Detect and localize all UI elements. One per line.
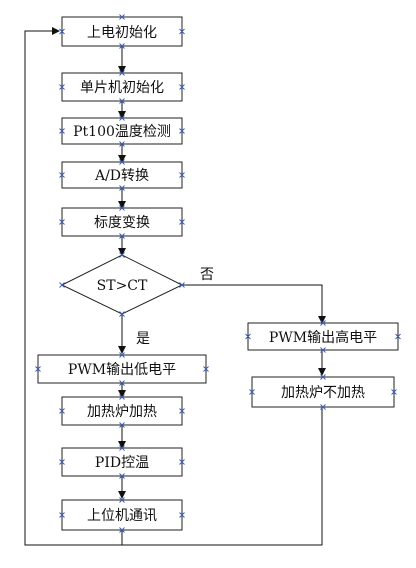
node-host-comm-label: 上位机通讯 bbox=[87, 508, 157, 524]
connection-handle-11 bbox=[179, 128, 185, 134]
node-power-on-init-label: 上电初始化 bbox=[87, 24, 157, 41]
connection-handle-42 bbox=[249, 389, 255, 395]
connection-handle-2 bbox=[59, 28, 65, 35]
connection-handle-10 bbox=[59, 128, 65, 134]
selection-handles bbox=[35, 14, 401, 533]
connection-handle-4 bbox=[119, 70, 125, 76]
connection-handle-30 bbox=[59, 459, 65, 465]
node-decision-label: ST>CT bbox=[97, 278, 148, 294]
node-heater-no-heat-label: 加热炉不加热 bbox=[281, 385, 365, 401]
connection-handle-9 bbox=[119, 141, 125, 147]
connection-handle-40 bbox=[320, 374, 326, 380]
branch-label-no: 否 bbox=[200, 267, 214, 283]
connection-handle-22 bbox=[35, 366, 41, 372]
node-host-comm: 上位机通讯 bbox=[61, 499, 183, 531]
connection-handle-36 bbox=[320, 320, 326, 326]
connection-handle-47 bbox=[59, 282, 65, 288]
node-pid-control: PID控温 bbox=[61, 447, 183, 477]
connection-handle-32 bbox=[119, 497, 125, 503]
node-heater-no-heat: 加热炉不加热 bbox=[251, 376, 395, 408]
connection-handle-23 bbox=[203, 366, 209, 372]
node-power-on-init: 上电初始化 bbox=[61, 16, 183, 47]
node-ad-convert: A/D转换 bbox=[61, 161, 183, 189]
connection-handle-12 bbox=[119, 159, 125, 165]
connection-handle-43 bbox=[391, 389, 397, 395]
connection-handle-39 bbox=[395, 333, 401, 340]
edge-noheat-return bbox=[122, 407, 323, 546]
edge-decision-no bbox=[182, 284, 326, 324]
node-pwm-high: PWM输出高电平 bbox=[247, 322, 399, 351]
connection-handle-37 bbox=[320, 347, 326, 353]
connection-handle-0 bbox=[119, 14, 125, 20]
connection-handle-28 bbox=[119, 445, 125, 451]
connection-handle-31 bbox=[179, 459, 185, 465]
connection-handle-27 bbox=[179, 408, 185, 414]
node-pwm-low: PWM输出低电平 bbox=[37, 354, 207, 384]
connection-handle-29 bbox=[119, 473, 125, 479]
connection-handle-33 bbox=[119, 527, 125, 533]
edge-loop-back bbox=[24, 27, 123, 546]
connection-handle-19 bbox=[179, 219, 185, 225]
connection-handle-34 bbox=[59, 512, 65, 518]
node-mcu-init-label: 单片机初始化 bbox=[80, 79, 164, 96]
connection-handle-14 bbox=[59, 172, 65, 178]
connection-handle-13 bbox=[119, 185, 125, 191]
connection-handle-7 bbox=[179, 84, 185, 90]
connection-handle-16 bbox=[119, 205, 125, 211]
connection-handle-44 bbox=[119, 252, 125, 258]
node-ad-convert-label: A/D转换 bbox=[94, 167, 149, 184]
connection-handle-1 bbox=[119, 43, 125, 49]
node-pt100-detect-label: Pt100温度检测 bbox=[73, 124, 171, 140]
node-decision: ST>CT bbox=[60, 254, 184, 315]
node-pt100-detect: Pt100温度检测 bbox=[61, 117, 183, 145]
branch-label-yes: 是 bbox=[136, 331, 150, 347]
connection-handle-24 bbox=[119, 394, 125, 400]
connection-handle-21 bbox=[119, 380, 125, 386]
node-heater-heat-label: 加热炉加热 bbox=[87, 404, 157, 420]
connection-handle-8 bbox=[119, 115, 125, 121]
connection-handle-46 bbox=[119, 311, 125, 317]
edges bbox=[24, 27, 326, 546]
connection-handle-3 bbox=[179, 28, 185, 35]
connection-handle-15 bbox=[179, 172, 185, 178]
connection-handle-20 bbox=[119, 352, 125, 358]
connection-handle-18 bbox=[59, 219, 65, 225]
node-heater-heat: 加热炉加热 bbox=[61, 396, 183, 426]
node-mcu-init: 单片机初始化 bbox=[61, 72, 183, 102]
connection-handle-5 bbox=[119, 98, 125, 104]
connection-handle-17 bbox=[119, 233, 125, 239]
connection-handle-25 bbox=[119, 422, 125, 428]
connection-handle-38 bbox=[245, 333, 251, 340]
connection-handle-6 bbox=[59, 84, 65, 90]
node-pid-control-label: PID控温 bbox=[95, 455, 149, 471]
node-pwm-high-label: PWM输出高电平 bbox=[269, 329, 377, 346]
connection-handle-35 bbox=[179, 512, 185, 518]
node-scale-transform: 标度变换 bbox=[61, 207, 183, 237]
connection-handle-26 bbox=[59, 408, 65, 414]
node-pwm-low-label: PWM输出低电平 bbox=[68, 362, 176, 378]
node-scale-transform-label: 标度变换 bbox=[94, 214, 150, 231]
nodes: 上电初始化 单片机初始化 Pt100温度检测 A/D转换 标度变换 ST>CT bbox=[37, 16, 399, 531]
connection-handle-45 bbox=[179, 282, 185, 288]
connection-handle-41 bbox=[320, 404, 326, 410]
